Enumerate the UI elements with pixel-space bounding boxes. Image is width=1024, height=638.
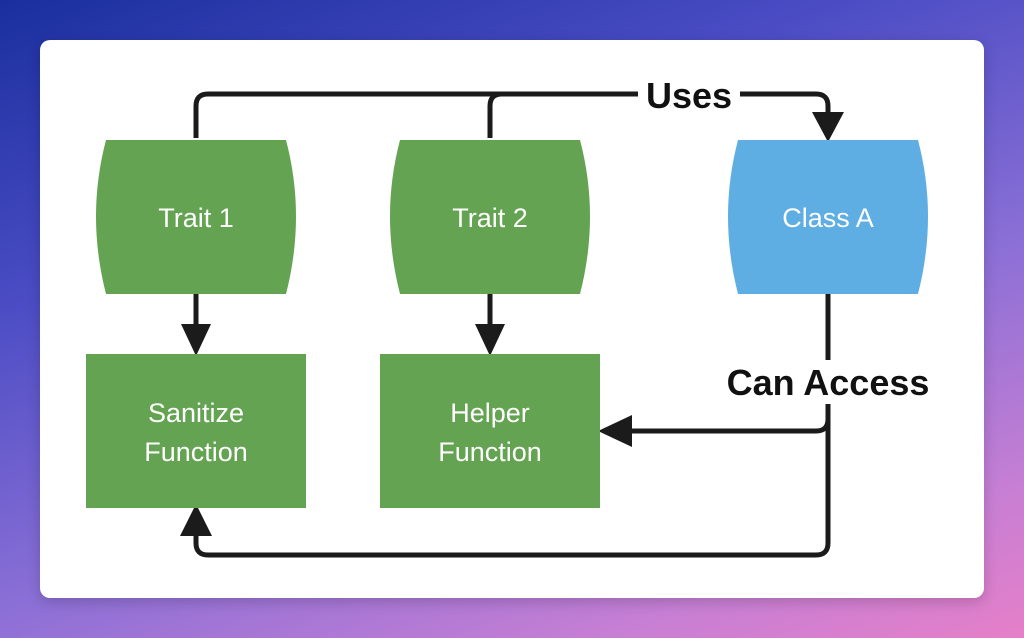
helper-function-label-line2: Function [438, 437, 542, 467]
helper-function-label-line1: Helper [450, 398, 530, 428]
sanitize-function-shape [86, 354, 306, 508]
can-access-label: Can Access [727, 362, 930, 403]
trait2-to-helper-arrowhead [475, 324, 505, 356]
trait1-label: Trait 1 [158, 203, 234, 233]
class-a-node[interactable]: Class A [728, 140, 928, 294]
trait2-node[interactable]: Trait 2 [390, 140, 590, 294]
trait2-label: Trait 2 [452, 203, 528, 233]
class-a-label: Class A [782, 203, 874, 233]
sanitize-function-label-line1: Sanitize [148, 398, 244, 428]
uses-label-bg [638, 74, 740, 116]
can-access-edge-to-sanitize [193, 419, 831, 558]
sanitize-function-label-line2: Function [144, 437, 248, 467]
can-access-label-bg [712, 360, 944, 404]
trait2-shape [390, 140, 590, 294]
uses-edge-to-class [738, 91, 831, 114]
uses-label: Uses [646, 75, 732, 116]
trait1-shape [96, 140, 296, 294]
sanitize-function-node[interactable]: Sanitize Function [86, 354, 306, 508]
trait1-node[interactable]: Trait 1 [96, 140, 296, 294]
can-access-arrowhead-sanitize [180, 504, 212, 536]
uses-edge-trait1 [193, 91, 640, 138]
helper-function-node[interactable]: Helper Function [380, 354, 600, 508]
uses-edge-trait2 [487, 91, 640, 138]
class-a-shape [728, 140, 928, 294]
trait1-to-sanitize-arrowhead [181, 324, 211, 356]
uses-arrowhead [812, 112, 844, 142]
helper-function-shape [380, 354, 600, 508]
can-access-arrowhead-helper [598, 415, 632, 447]
